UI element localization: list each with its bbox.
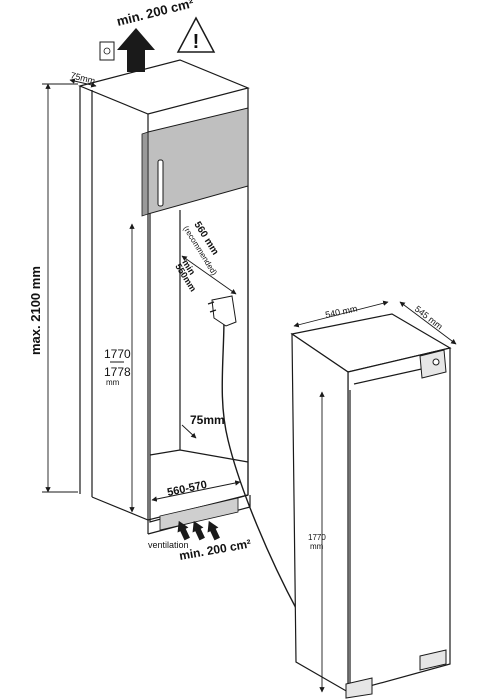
niche-width-label: 560-570 [166, 479, 208, 499]
niche-height-value-1: 1770 [104, 347, 131, 361]
niche-height-unit: mm [106, 378, 120, 387]
appliance-depth-label: 545 mm [413, 304, 445, 332]
niche-height-value-2: 1778 [104, 365, 131, 379]
top-hinge [419, 349, 447, 379]
warning-triangle-icon: ! [176, 16, 216, 53]
wall-socket-icon [99, 41, 115, 61]
door-handle [157, 159, 164, 207]
upper-door-side [141, 131, 149, 217]
top-vent-label: min. 200 cm² [115, 0, 196, 29]
max-height-label: max. 2100 mm [28, 266, 43, 355]
bottom-depth-label: 75mm [190, 413, 225, 427]
appliance-width-label: 540 mm [324, 303, 358, 320]
airflow-arrow-icon [117, 28, 155, 72]
plug-icon [207, 295, 237, 327]
bottom-hinge [419, 649, 447, 671]
ventilation-label: ventilation [148, 540, 189, 550]
appliance-height-unit: mm [310, 542, 324, 551]
appliance-dimension-lines [293, 300, 457, 693]
cabinet-dimension-lines [42, 78, 241, 513]
base-foot [345, 677, 373, 699]
bottom-vent-label: min. 200 cm² [178, 537, 252, 563]
power-cable [221, 317, 299, 613]
appliance-height-value: 1770 [308, 533, 326, 542]
svg-text:!: ! [193, 31, 200, 53]
bottom-airflow-arrows [177, 520, 220, 541]
